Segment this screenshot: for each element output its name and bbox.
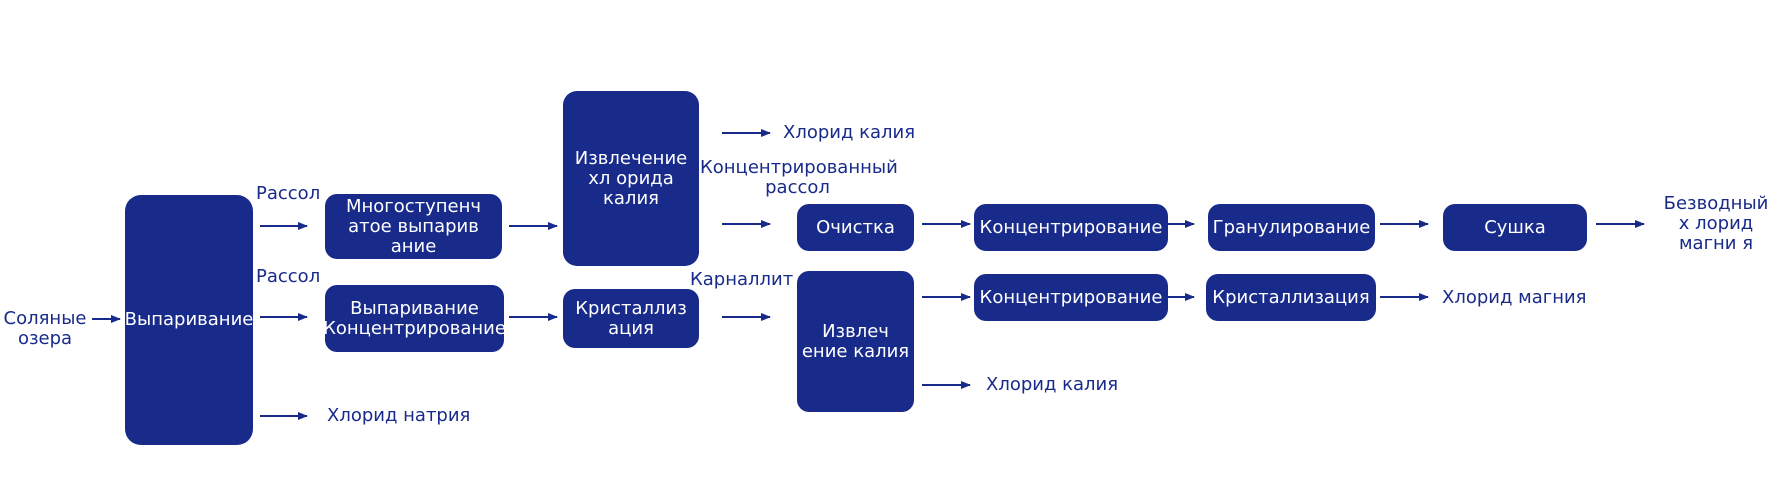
- label-salt-lakes: Соляные озера: [3, 308, 87, 349]
- node-potassium-extraction: Извлеч ение калия: [797, 271, 914, 412]
- label-concentrated-brine: Концентрированный рассол: [700, 157, 898, 198]
- label-carnallite: Карналлит: [690, 269, 794, 290]
- label-potassium-chloride-2: Хлорид калия: [986, 374, 1119, 395]
- node-crystallization-1: Кристаллиз ация: [563, 289, 699, 348]
- node-evaporation-concentration: Выпаривание Концентрирование: [323, 285, 506, 352]
- node-crystallization-2: Кристаллизация: [1206, 274, 1376, 321]
- node-concentration-1: Концентрирование: [974, 204, 1168, 251]
- label-magnesium-chloride: Хлорид магния: [1442, 287, 1587, 308]
- label-brine-2: Рассол: [256, 266, 321, 287]
- label-potassium-chloride-1: Хлорид калия: [783, 122, 916, 143]
- node-evaporation: Выпаривание: [125, 195, 253, 445]
- label-anhydrous-magnesium-chloride: Безводный х лорид магни я: [1663, 193, 1769, 254]
- node-drying: Сушка: [1443, 204, 1587, 251]
- label-sodium-chloride: Хлорид натрия: [327, 405, 471, 426]
- node-purification: Очистка: [797, 204, 914, 251]
- node-granulation: Гранулирование: [1208, 204, 1375, 251]
- node-multistage-evaporation: Многоступенч атое выпарив ание: [325, 194, 502, 259]
- label-brine-1: Рассол: [256, 183, 321, 204]
- node-concentration-2: Концентрирование: [974, 274, 1168, 321]
- node-kcl-extraction: Извлечение хл орида калия: [563, 91, 699, 266]
